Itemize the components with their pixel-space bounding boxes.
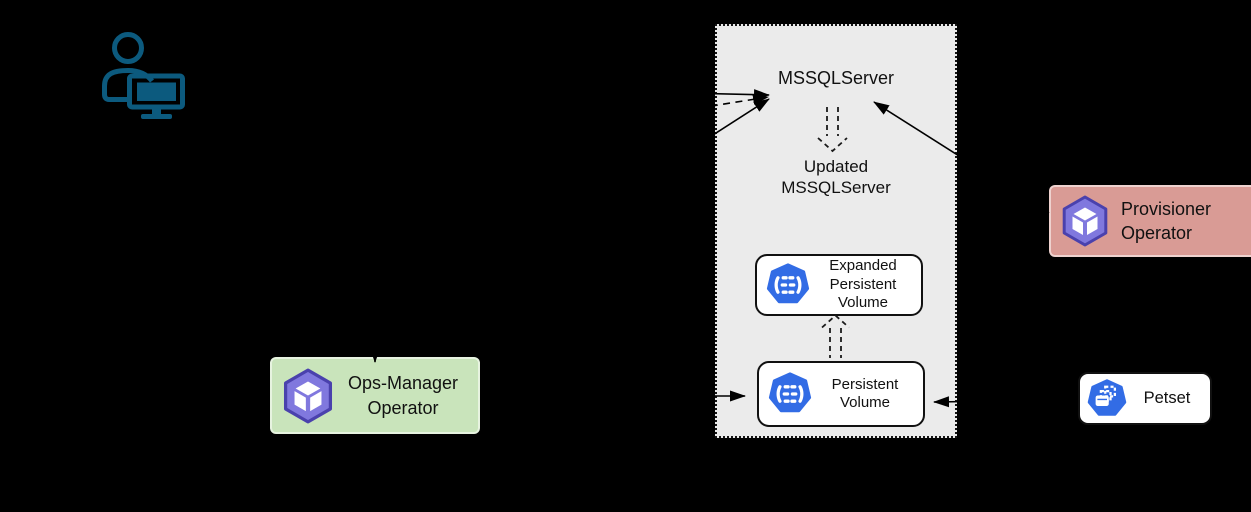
node-persistent-volume: Persistent Volume (757, 361, 925, 427)
mssqlserver-label: MSSQLServer (777, 68, 895, 88)
pv-line2: Volume (839, 394, 891, 411)
expanded-pv-line2: Persistent (829, 275, 897, 293)
node-mssqlserver: MSSQLServer (715, 67, 957, 89)
provisioner-line1: Provisioner (1121, 198, 1212, 219)
operator-cube-icon (1062, 195, 1108, 247)
expanded-pv-line3: Volume (837, 294, 889, 312)
ops-manager-line1: Ops-Manager (347, 373, 459, 393)
persistent-volume-icon (766, 263, 810, 304)
expanded-pv-line1: Expanded (829, 257, 897, 275)
pv-line1: Persistent (831, 375, 899, 393)
updated-mssqlserver-line2: MSSQLServer (781, 178, 891, 197)
node-ops-manager-operator: Ops-Manager Operator (270, 357, 480, 434)
updated-mssqlserver-line1: Updated (803, 157, 869, 176)
ops-manager-line2: Operator (367, 397, 439, 418)
person-at-computer-icon (102, 32, 185, 119)
petset-icon (1087, 378, 1127, 416)
operator-cube-icon (283, 368, 333, 423)
provisioner-line2: Operator (1121, 223, 1193, 243)
petset-label: Petset (1143, 389, 1191, 407)
node-expanded-persistent-volume: Expanded Persistent Volume (755, 254, 923, 316)
persistent-volume-icon (768, 372, 812, 413)
node-petset: Petset (1078, 372, 1212, 425)
node-provisioner-operator: Provisioner Operator (1049, 185, 1251, 257)
node-updated-mssqlserver: Updated MSSQLServer (715, 156, 957, 198)
